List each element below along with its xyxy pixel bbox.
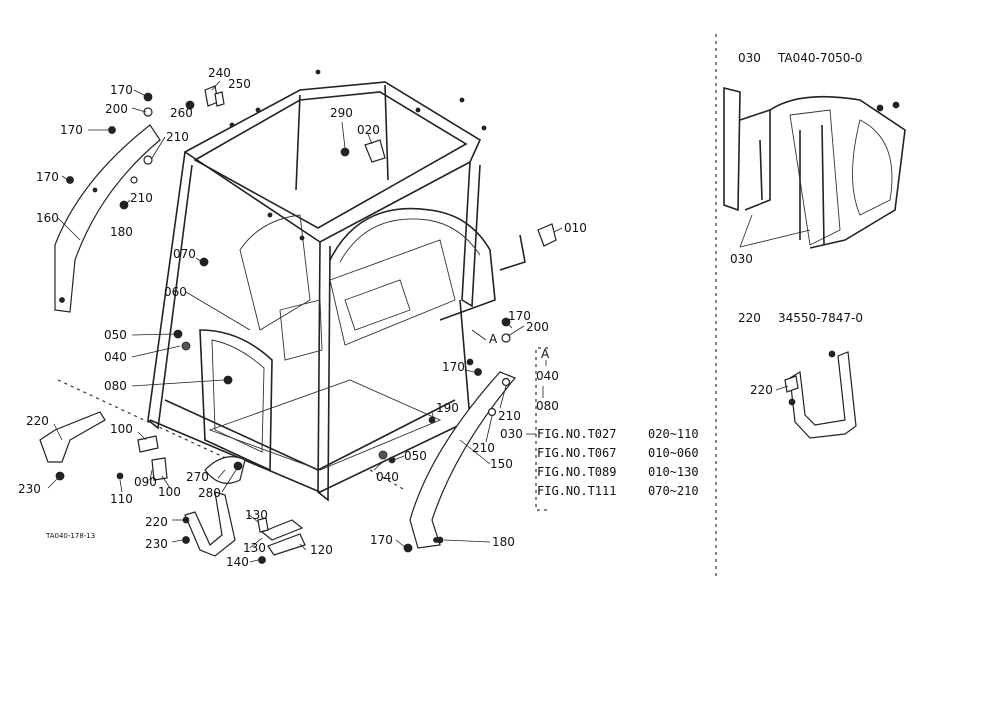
detail-a: A 040 080 xyxy=(536,347,559,413)
callout-280: 280 xyxy=(198,486,221,500)
inset-220-drawing xyxy=(775,350,857,439)
fig-ref-T067-range: 010~060 xyxy=(648,446,699,460)
figure-references: FIG.NO.T027 020~110 FIG.NO.T067 010~060 … xyxy=(537,427,699,498)
callout-290: 290 xyxy=(330,106,353,120)
callout-220: 220 xyxy=(145,515,168,529)
inset-030-part-number: TA040-7050-0 xyxy=(777,51,862,65)
callout-210: 210 xyxy=(166,130,189,144)
callout-210: 210 xyxy=(472,441,495,455)
callout-100: 100 xyxy=(110,422,133,436)
callout-090: 090 xyxy=(134,475,157,489)
callout-070: 070 xyxy=(173,247,196,261)
inset-220-ref: 220 xyxy=(738,311,761,325)
callout-210: 210 xyxy=(498,409,521,423)
detail-a-part-080: 080 xyxy=(536,399,559,413)
cab-frame xyxy=(147,69,526,502)
callout-180: 180 xyxy=(110,225,133,239)
fig-ref-T111-range: 070~210 xyxy=(648,484,699,498)
callout-220: 220 xyxy=(26,414,49,428)
inset-220-part-number: 34550-7847-0 xyxy=(778,311,863,325)
detail-bracket xyxy=(535,347,548,511)
callout-130: 130 xyxy=(243,541,266,555)
callout-060: 060 xyxy=(164,285,187,299)
drawing-code: TA040-178-13 xyxy=(45,532,95,540)
callout-170: 170 xyxy=(60,123,83,137)
callout-080: 080 xyxy=(104,379,127,393)
callout-200: 200 xyxy=(105,102,128,116)
inset-220-callout: 220 xyxy=(750,383,773,397)
callout-010: 010 xyxy=(564,221,587,235)
callout-200: 200 xyxy=(526,320,549,334)
callout-170: 170 xyxy=(36,170,59,184)
fig-ref-T111: FIG.NO.T111 xyxy=(537,484,616,498)
callout-labels: 170 200 170 210 170 210 180 160 240 250 … xyxy=(18,66,587,569)
callout-100: 100 xyxy=(158,485,181,499)
detail-a-part-040: 040 xyxy=(536,369,559,383)
callout-250: 250 xyxy=(228,77,251,91)
callout-170: 170 xyxy=(508,309,531,323)
callout-180: 180 xyxy=(492,535,515,549)
callout-040: 040 xyxy=(104,350,127,364)
leader-lines xyxy=(47,80,563,563)
callout-040: 040 xyxy=(376,470,399,484)
fig-ref-T027-range: 020~110 xyxy=(648,427,699,441)
fig-ref-T027: FIG.NO.T027 xyxy=(537,427,616,441)
callout-050: 050 xyxy=(404,449,427,463)
inset-030-ref: 030 xyxy=(738,51,761,65)
callout-130: 130 xyxy=(245,508,268,522)
callout-160: 160 xyxy=(36,211,59,225)
callout-A: A xyxy=(489,332,498,346)
fig-ref-T089: FIG.NO.T089 xyxy=(537,465,616,479)
callout-210: 210 xyxy=(130,191,153,205)
fig-ref-T067: FIG.NO.T067 xyxy=(537,446,616,460)
inset-headings: 030 TA040-7050-0 030 220 34550-7847-0 22… xyxy=(730,51,863,397)
callout-240: 240 xyxy=(208,66,231,80)
fig-ref-T089-range: 010~130 xyxy=(648,465,699,479)
callout-170: 170 xyxy=(110,83,133,97)
callout-110: 110 xyxy=(110,492,133,506)
left-fender xyxy=(54,124,161,313)
callout-030: 030 xyxy=(500,427,523,441)
callout-170: 170 xyxy=(370,533,393,547)
step-bracket-left xyxy=(39,379,231,481)
inset-030-callout: 030 xyxy=(730,252,753,266)
callout-050: 050 xyxy=(104,328,127,342)
callout-140: 140 xyxy=(226,555,249,569)
callout-230: 230 xyxy=(145,537,168,551)
callout-270: 270 xyxy=(186,470,209,484)
callout-190: 190 xyxy=(436,401,459,415)
callout-120: 120 xyxy=(310,543,333,557)
inset-030-drawing xyxy=(723,86,906,249)
callout-230: 230 xyxy=(18,482,41,496)
callout-020: 020 xyxy=(357,123,380,137)
callout-260: 260 xyxy=(170,106,193,120)
hardware xyxy=(66,85,557,553)
callout-170: 170 xyxy=(442,360,465,374)
callout-150: 150 xyxy=(490,457,513,471)
detail-a-label: A xyxy=(541,347,550,361)
step-bracket-middle xyxy=(182,491,306,564)
